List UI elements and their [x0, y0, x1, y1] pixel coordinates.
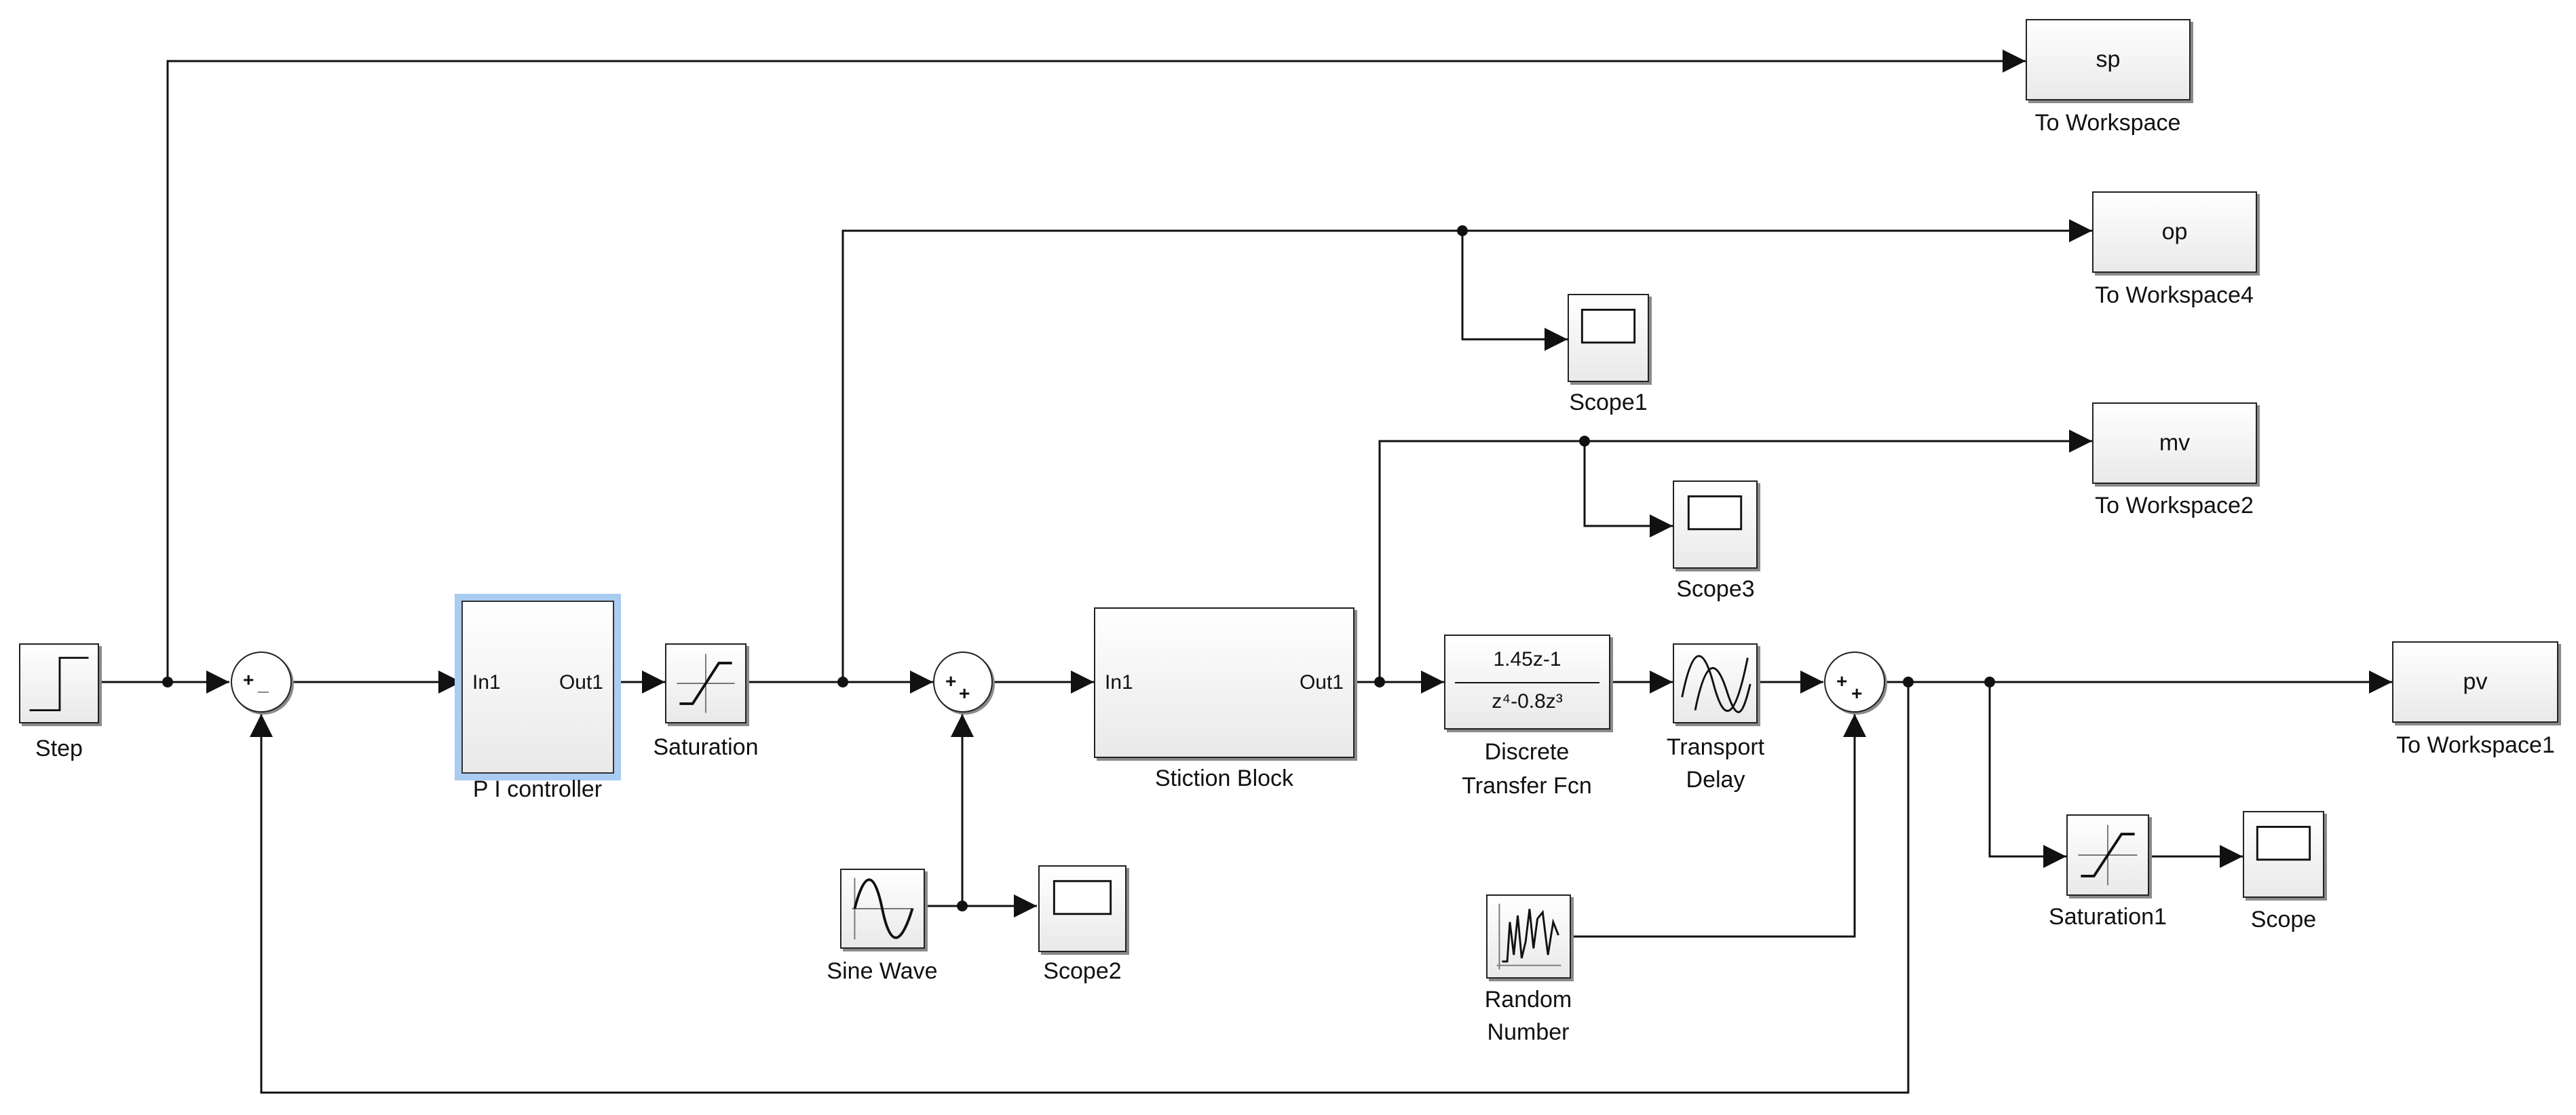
sum2-sign-1: +: [945, 670, 957, 692]
to-workspace-sp-block[interactable]: sp: [2026, 19, 2191, 100]
stiction-block[interactable]: In1 Out1: [1094, 607, 1355, 758]
random-number-label-2: Number: [1487, 1019, 1570, 1045]
random-number-label-1: Random: [1484, 987, 1572, 1013]
saturation-icon: [677, 654, 735, 713]
junction-dot: [1903, 677, 1914, 687]
tf-label-2: Transfer Fcn: [1462, 773, 1592, 799]
pi-controller-block[interactable]: In1 Out1: [455, 594, 621, 780]
junction-dot: [162, 677, 173, 687]
sine-wave-icon: [852, 877, 914, 940]
junction-dot: [1457, 225, 1468, 236]
step-icon: [29, 656, 89, 712]
junction-dot: [1984, 677, 1995, 687]
tf-denominator: z⁴-0.8z³: [1492, 690, 1563, 713]
step-label: Step: [35, 736, 83, 761]
scope-icon: [1687, 495, 1743, 531]
to-workspace4-op-block[interactable]: op: [2092, 191, 2257, 273]
scope1-block[interactable]: [1568, 294, 1649, 382]
line-mv-to-scope3: [1583, 441, 1673, 537]
line-random-to-sum3: [1573, 714, 1866, 938]
sum2-block[interactable]: + +: [933, 651, 993, 713]
scope-icon: [2256, 825, 2311, 861]
discrete-transfer-fcn-block[interactable]: 1.45z-1 z⁴-0.8z³: [1444, 635, 1610, 730]
ws-pv-variable: pv: [2463, 668, 2488, 695]
junction-dot: [957, 901, 968, 911]
saturation1-block[interactable]: [2066, 814, 2149, 896]
sum1-sign-1: +: [243, 669, 254, 690]
to-workspace2-label: To Workspace2: [2095, 493, 2254, 518]
pi-out-port-label: Out1: [558, 671, 603, 694]
sum2-sign-2: +: [959, 683, 970, 704]
scope-label: Scope: [2250, 907, 2317, 932]
saturation-label: Saturation: [653, 734, 759, 760]
random-number-block[interactable]: [1486, 894, 1571, 979]
pi-controller-label: P I controller: [472, 776, 603, 802]
scope2-block[interactable]: [1038, 865, 1126, 952]
scope3-label: Scope3: [1676, 576, 1755, 602]
scope-icon: [1053, 880, 1112, 915]
line-to-ws-mv: [1378, 430, 2092, 682]
scope2-label: Scope2: [1043, 958, 1122, 984]
saturation1-label: Saturation1: [2049, 904, 2167, 930]
random-number-icon: [1496, 903, 1561, 970]
tf-fraction-line: [1455, 682, 1599, 683]
ws-mv-variable: mv: [2159, 430, 2191, 456]
pi-in-port-label: In1: [472, 671, 501, 694]
to-workspace4-label: To Workspace4: [2095, 282, 2254, 308]
transport-delay-icon: [1681, 655, 1751, 713]
sum3-sign-2: +: [1851, 683, 1863, 704]
to-workspace1-pv-block[interactable]: pv: [2392, 641, 2558, 723]
junction-dot: [1579, 436, 1590, 447]
line-step-to-ws-sp: [166, 50, 2026, 682]
scope1-label: Scope1: [1569, 390, 1648, 415]
sum3-sign-1: +: [1836, 670, 1848, 692]
line-to-saturation1: [1988, 682, 2066, 868]
sine-wave-block[interactable]: [840, 869, 925, 949]
stiction-out-port-label: Out1: [1299, 671, 1344, 694]
sum1-block[interactable]: + _: [231, 651, 292, 713]
scope-block[interactable]: [2243, 811, 2324, 898]
tf-label-1: Discrete: [1484, 739, 1570, 765]
scope3-block[interactable]: [1673, 480, 1758, 569]
junction-dot: [837, 677, 848, 687]
stiction-label: Stiction Block: [1154, 766, 1294, 791]
scope-icon: [1580, 308, 1636, 344]
saturation-block[interactable]: [665, 643, 746, 723]
sum3-block[interactable]: + +: [1824, 651, 1885, 713]
ws-op-variable: op: [2161, 219, 2188, 245]
stiction-in-port-label: In1: [1105, 671, 1133, 694]
to-workspace1-label: To Workspace1: [2396, 732, 2555, 758]
transport-delay-label-1: Transport: [1666, 734, 1765, 760]
to-workspace-label: To Workspace: [2034, 110, 2181, 136]
saturation-icon: [2078, 825, 2138, 886]
step-block[interactable]: [19, 643, 99, 723]
sine-wave-label: Sine Wave: [827, 958, 938, 984]
junction-dot: [1374, 677, 1385, 687]
line-op-to-scope1: [1461, 231, 1568, 351]
transport-delay-block[interactable]: [1673, 643, 1758, 723]
tf-numerator: 1.45z-1: [1493, 648, 1561, 670]
sum1-sign-2: _: [258, 673, 269, 694]
ws-sp-variable: sp: [2096, 46, 2121, 73]
line-to-ws-op: [841, 219, 2092, 682]
transport-delay-label-2: Delay: [1686, 767, 1745, 793]
to-workspace2-mv-block[interactable]: mv: [2092, 402, 2257, 484]
line-feedback: [250, 682, 1910, 1094]
